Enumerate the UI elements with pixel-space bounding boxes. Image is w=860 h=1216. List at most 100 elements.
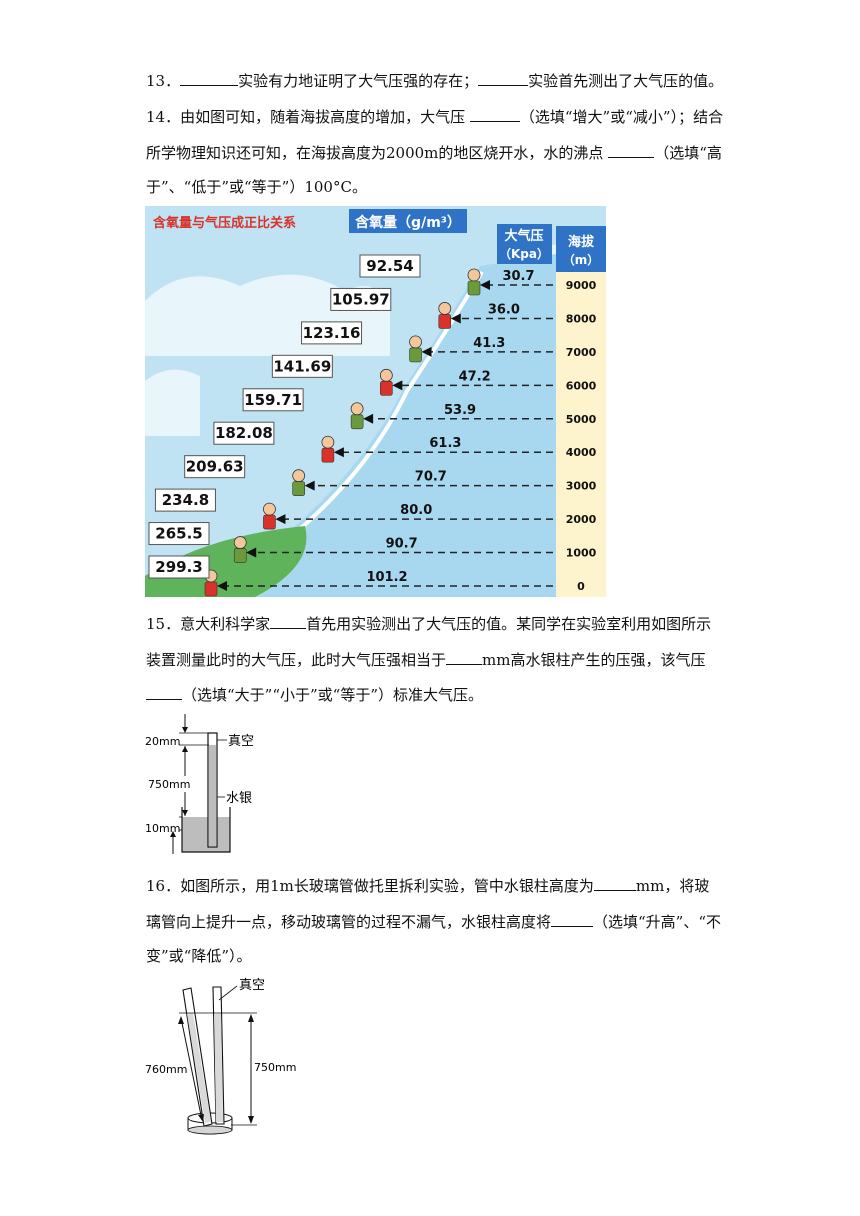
- question-16-line-2: 璃管向上提升一点，移动玻璃管的过程不漏气，水银柱高度将 （选填“升高”、“不: [146, 911, 721, 932]
- question-15-line-2: 装置测量此时的大气压，此时大气压强相当于 mm高水银柱产生的压强，该气压: [146, 649, 705, 670]
- answer-blank[interactable]: [146, 684, 182, 700]
- altitude-label: 1000: [566, 547, 597, 560]
- pressure-arrow-head: [363, 413, 374, 424]
- dish-mercury: [187, 1125, 233, 1135]
- climber-icon: [438, 302, 452, 315]
- pressure-arrow-head: [333, 447, 344, 458]
- pressure-arrow-head: [421, 346, 432, 357]
- pressure-value: 36.0: [488, 302, 520, 317]
- question-16-line-3: 变”或“降低”）。: [146, 946, 252, 966]
- answer-blank[interactable]: [478, 70, 529, 86]
- climber-body: [292, 481, 305, 496]
- climber-body: [263, 514, 276, 530]
- question-text: 实验首先测出了大气压的值。: [528, 72, 724, 90]
- question-text: （选填“升高”、“不: [593, 913, 722, 931]
- answer-blank[interactable]: [180, 70, 239, 86]
- tilted-mercury: [187, 1013, 211, 1123]
- answer-blank[interactable]: [608, 142, 655, 158]
- altitude-label: 0: [577, 580, 585, 593]
- question-text: （选填“大于”“小于”或“等于”）标准大气压。: [182, 686, 484, 704]
- oxygen-value: 265.5: [155, 525, 202, 543]
- oxygen-box: [213, 421, 275, 445]
- pressure-value: 80.0: [400, 503, 432, 518]
- question-15: 15．意大利科学家首先用实验测出了大气压的值。某同学在实验室利用如图所示: [146, 613, 711, 634]
- pressure-arrow-head: [246, 547, 257, 558]
- oxygen-header-box: [349, 209, 467, 233]
- label-vacuum: 真空: [239, 978, 265, 993]
- pressure-arrow-head: [217, 581, 227, 591]
- arrow-head: [248, 1116, 254, 1124]
- answer-blank[interactable]: [270, 613, 307, 629]
- climber-icon: [379, 368, 393, 382]
- arrow-head: [182, 746, 188, 752]
- altitude-label: 7000: [566, 346, 597, 359]
- label-20mm: 20mm: [145, 735, 180, 748]
- question-14-line-2: 所学物理知识还可知，在海拔高度为2000m的地区烧开水，水的沸点 （选填“高: [146, 142, 722, 163]
- torricelli-apparatus-figure: 20mm 真空 750mm 水银 10mm: [145, 714, 254, 854]
- oxygen-header: 含氧量（g/m³）: [355, 214, 461, 231]
- climber-body: [438, 314, 452, 329]
- pressure-arrow-head: [275, 514, 286, 525]
- label-vacuum: 真空: [228, 734, 254, 749]
- question-text: 实验有力地证明了大气压强的存在；: [238, 72, 479, 90]
- question-text: 装置测量此时的大气压，此时大气压强相当于: [146, 651, 447, 669]
- pressure-arrow-head: [392, 380, 403, 391]
- label-mercury: 水银: [226, 791, 252, 806]
- altitude-label: 5000: [566, 413, 597, 426]
- arrow-head: [182, 727, 188, 733]
- dimension-arrow: [180, 1017, 203, 1121]
- question-text: 璃管向上提升一点，移动玻璃管的过程不漏气，水银柱高度将: [146, 913, 552, 931]
- answer-blank[interactable]: [593, 875, 636, 891]
- label-750mm: 750mm: [148, 778, 190, 791]
- pressure-value: 70.7: [415, 470, 447, 485]
- figure-title: 含氧量与气压成正比关系: [152, 215, 296, 231]
- altitude-label: 4000: [566, 446, 597, 459]
- altitude-label: 2000: [566, 513, 597, 526]
- oxygen-value: 92.54: [366, 257, 413, 275]
- pressure-value: 101.2: [366, 570, 407, 585]
- question-13: 13．实验有力地证明了大气压强的存在；实验首先测出了大气压的值。: [146, 70, 723, 91]
- oxygen-value: 209.63: [186, 458, 244, 476]
- question-number: 15．: [146, 615, 181, 633]
- altitude-header-box: [556, 226, 606, 272]
- vertical-mercury: [214, 1014, 223, 1122]
- answer-blank[interactable]: [469, 106, 520, 122]
- pressure-value: 61.3: [429, 436, 461, 451]
- altitude-label: 8000: [566, 312, 597, 325]
- question-text: （选填“增大”或“减小”）；结合: [519, 108, 724, 126]
- pressure-unit: （Kpa）: [499, 246, 549, 261]
- pressure-value: 41.3: [473, 336, 505, 351]
- answer-blank[interactable]: [446, 649, 483, 665]
- climber-body: [467, 280, 481, 296]
- arrow-head: [170, 831, 176, 837]
- arrow-head: [248, 1014, 254, 1022]
- climber-body: [409, 347, 422, 363]
- climber-icon: [233, 536, 247, 549]
- pressure-header-box: [497, 224, 552, 264]
- pressure-value: 90.7: [386, 537, 418, 552]
- climber-icon: [350, 402, 364, 416]
- arrow-head: [198, 1114, 204, 1122]
- altitude-unit: （m）: [563, 252, 600, 267]
- oxygen-value: 123.16: [303, 324, 361, 342]
- altitude-pressure-figure: 含氧量与气压成正比关系 含氧量（g/m³） 大气压 （Kpa） 海拔 （m） 9…: [145, 206, 606, 597]
- oxygen-box: [330, 287, 392, 311]
- oxygen-box: [154, 488, 216, 512]
- altitude-label: 3000: [566, 480, 597, 493]
- climber-body: [321, 447, 335, 463]
- leader-line: [218, 985, 238, 1001]
- altitude-scale: [556, 272, 606, 597]
- mercury-dish-fill: [182, 817, 230, 852]
- altitude-label: 6000: [566, 379, 597, 392]
- oxygen-box: [359, 254, 421, 278]
- question-text: mm，将玻: [635, 877, 710, 895]
- question-text: mm高水银柱产生的压强，该气压: [482, 651, 706, 669]
- answer-blank[interactable]: [551, 911, 594, 927]
- question-text: 由如图可知，随着海拔高度的增加，大气压: [180, 108, 466, 126]
- question-text: 意大利科学家: [180, 615, 271, 633]
- question-number: 16．: [146, 877, 181, 895]
- question-15-line-3: （选填“大于”“小于”或“等于”）标准大气压。: [146, 684, 483, 705]
- question-text: 所学物理知识还可知，在海拔高度为2000m的地区烧开水，水的沸点: [146, 144, 604, 162]
- oxygen-value: 299.3: [155, 558, 202, 576]
